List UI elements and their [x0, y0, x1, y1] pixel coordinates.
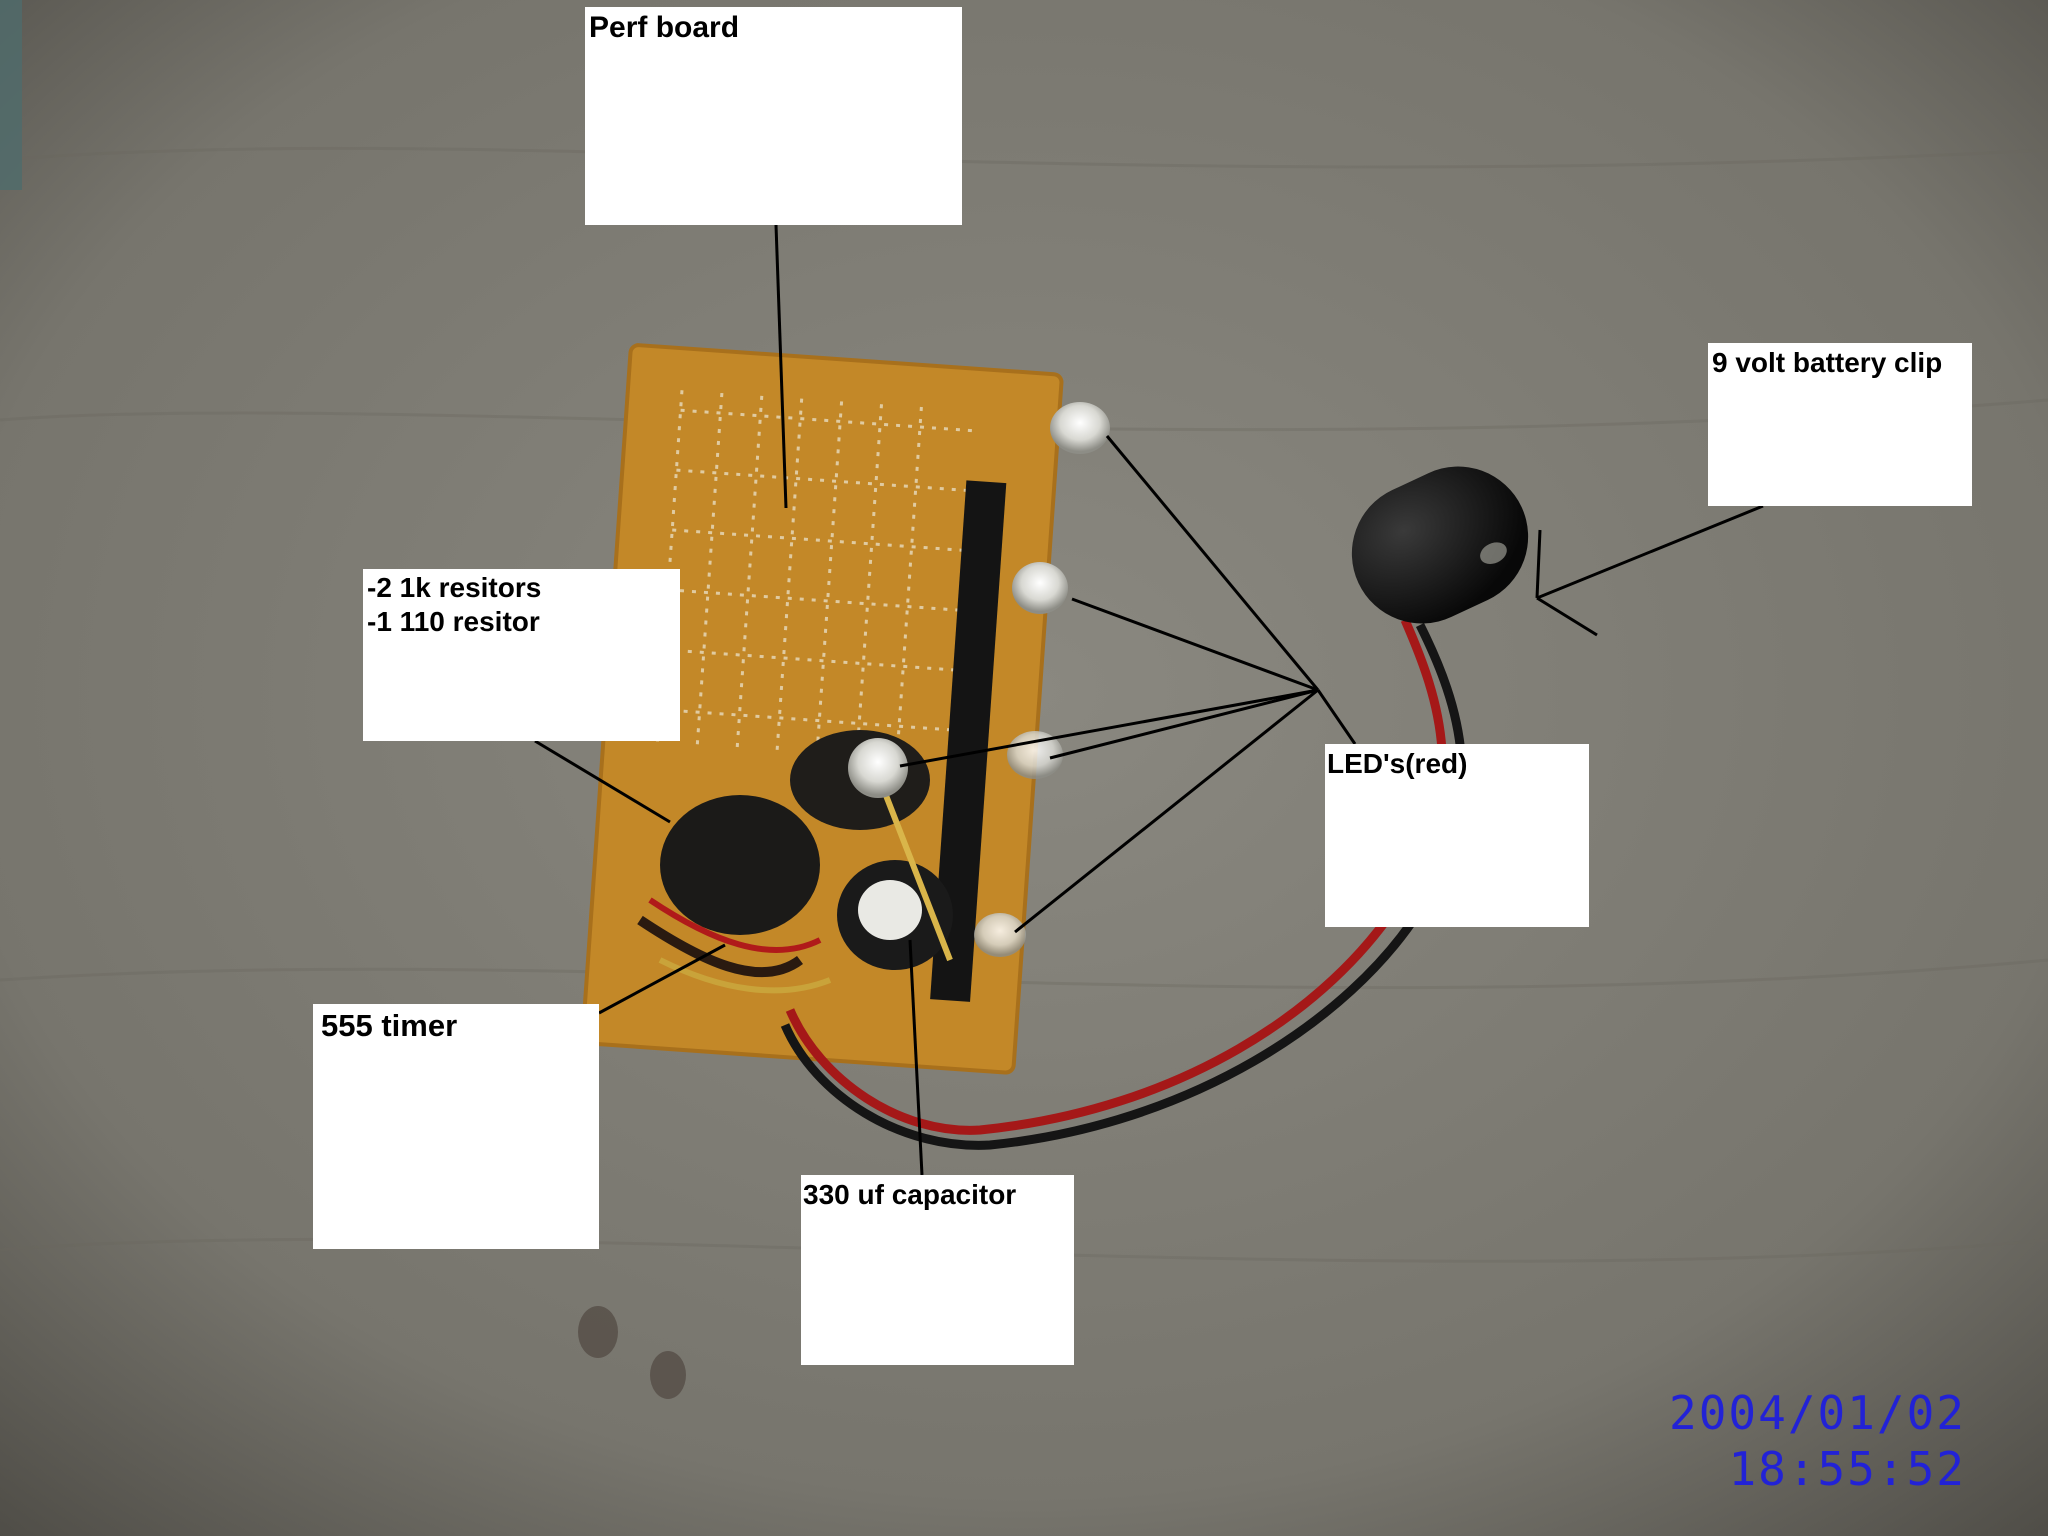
- 555-timer-chip: [660, 795, 820, 935]
- pointer-led-box: [1316, 689, 1357, 745]
- battery-clip-label-text: 9 volt battery clip: [1712, 347, 1943, 378]
- timestamp-date: 2004/01/02: [1669, 1386, 1966, 1440]
- pointer-led-4: [899, 688, 1319, 768]
- pointer-led-1: [1105, 435, 1320, 691]
- pointer-led-3: [1049, 688, 1319, 760]
- resistors-label-line-1: -2 1k resitors: [367, 572, 542, 603]
- pointer-led-2: [1071, 597, 1319, 692]
- led-4: [848, 738, 908, 798]
- led-2: [1012, 562, 1068, 614]
- perf-board-label-text: Perf board: [589, 11, 740, 44]
- pointer-led-5: [1014, 688, 1319, 934]
- resistors-label-line-2: -1 110 resitor: [367, 606, 540, 637]
- blurred-object-top-left: [0, 0, 22, 190]
- camera-timestamp: 2004/01/02 18:55:52: [1669, 1385, 1966, 1497]
- pointer-timer: [598, 943, 726, 1015]
- pointer-resistors: [534, 739, 671, 824]
- battery-clip-label: 9 volt battery clip: [1708, 343, 1972, 506]
- resistors-label: -2 1k resitors -1 110 resitor: [363, 569, 680, 741]
- perf-board-label: Perf board: [585, 7, 962, 225]
- led-5: [974, 913, 1026, 957]
- blur-spot: [650, 1351, 686, 1399]
- arrow-head: [1536, 596, 1598, 637]
- leds-label-text: LED's(red): [1327, 748, 1468, 779]
- blur-spot: [578, 1306, 618, 1358]
- led-1: [1050, 402, 1110, 454]
- timer-label: 555 timer: [313, 1004, 599, 1249]
- pointer-perf-board: [774, 224, 788, 509]
- perf-board-grid: [655, 390, 980, 767]
- capacitor-top: [858, 880, 922, 940]
- pointer-battery-clip: [1536, 504, 1764, 600]
- battery-clip: [1351, 466, 1529, 624]
- timestamp-time: 18:55:52: [1728, 1442, 1966, 1496]
- capacitor-label: 330 uf capacitor: [801, 1175, 1074, 1365]
- capacitor-label-text: 330 uf capacitor: [803, 1179, 1017, 1210]
- resistor-wires: [637, 915, 803, 978]
- yellow-lead: [877, 778, 953, 962]
- header-strip: [930, 480, 1007, 1002]
- pointer-lines: [534, 224, 1764, 1176]
- pointer-capacitor: [908, 939, 924, 1176]
- timer-label-text: 555 timer: [321, 1008, 458, 1043]
- resistor-wires: [648, 897, 822, 953]
- arrow-head: [1535, 529, 1542, 599]
- leds-label: LED's(red): [1325, 744, 1589, 927]
